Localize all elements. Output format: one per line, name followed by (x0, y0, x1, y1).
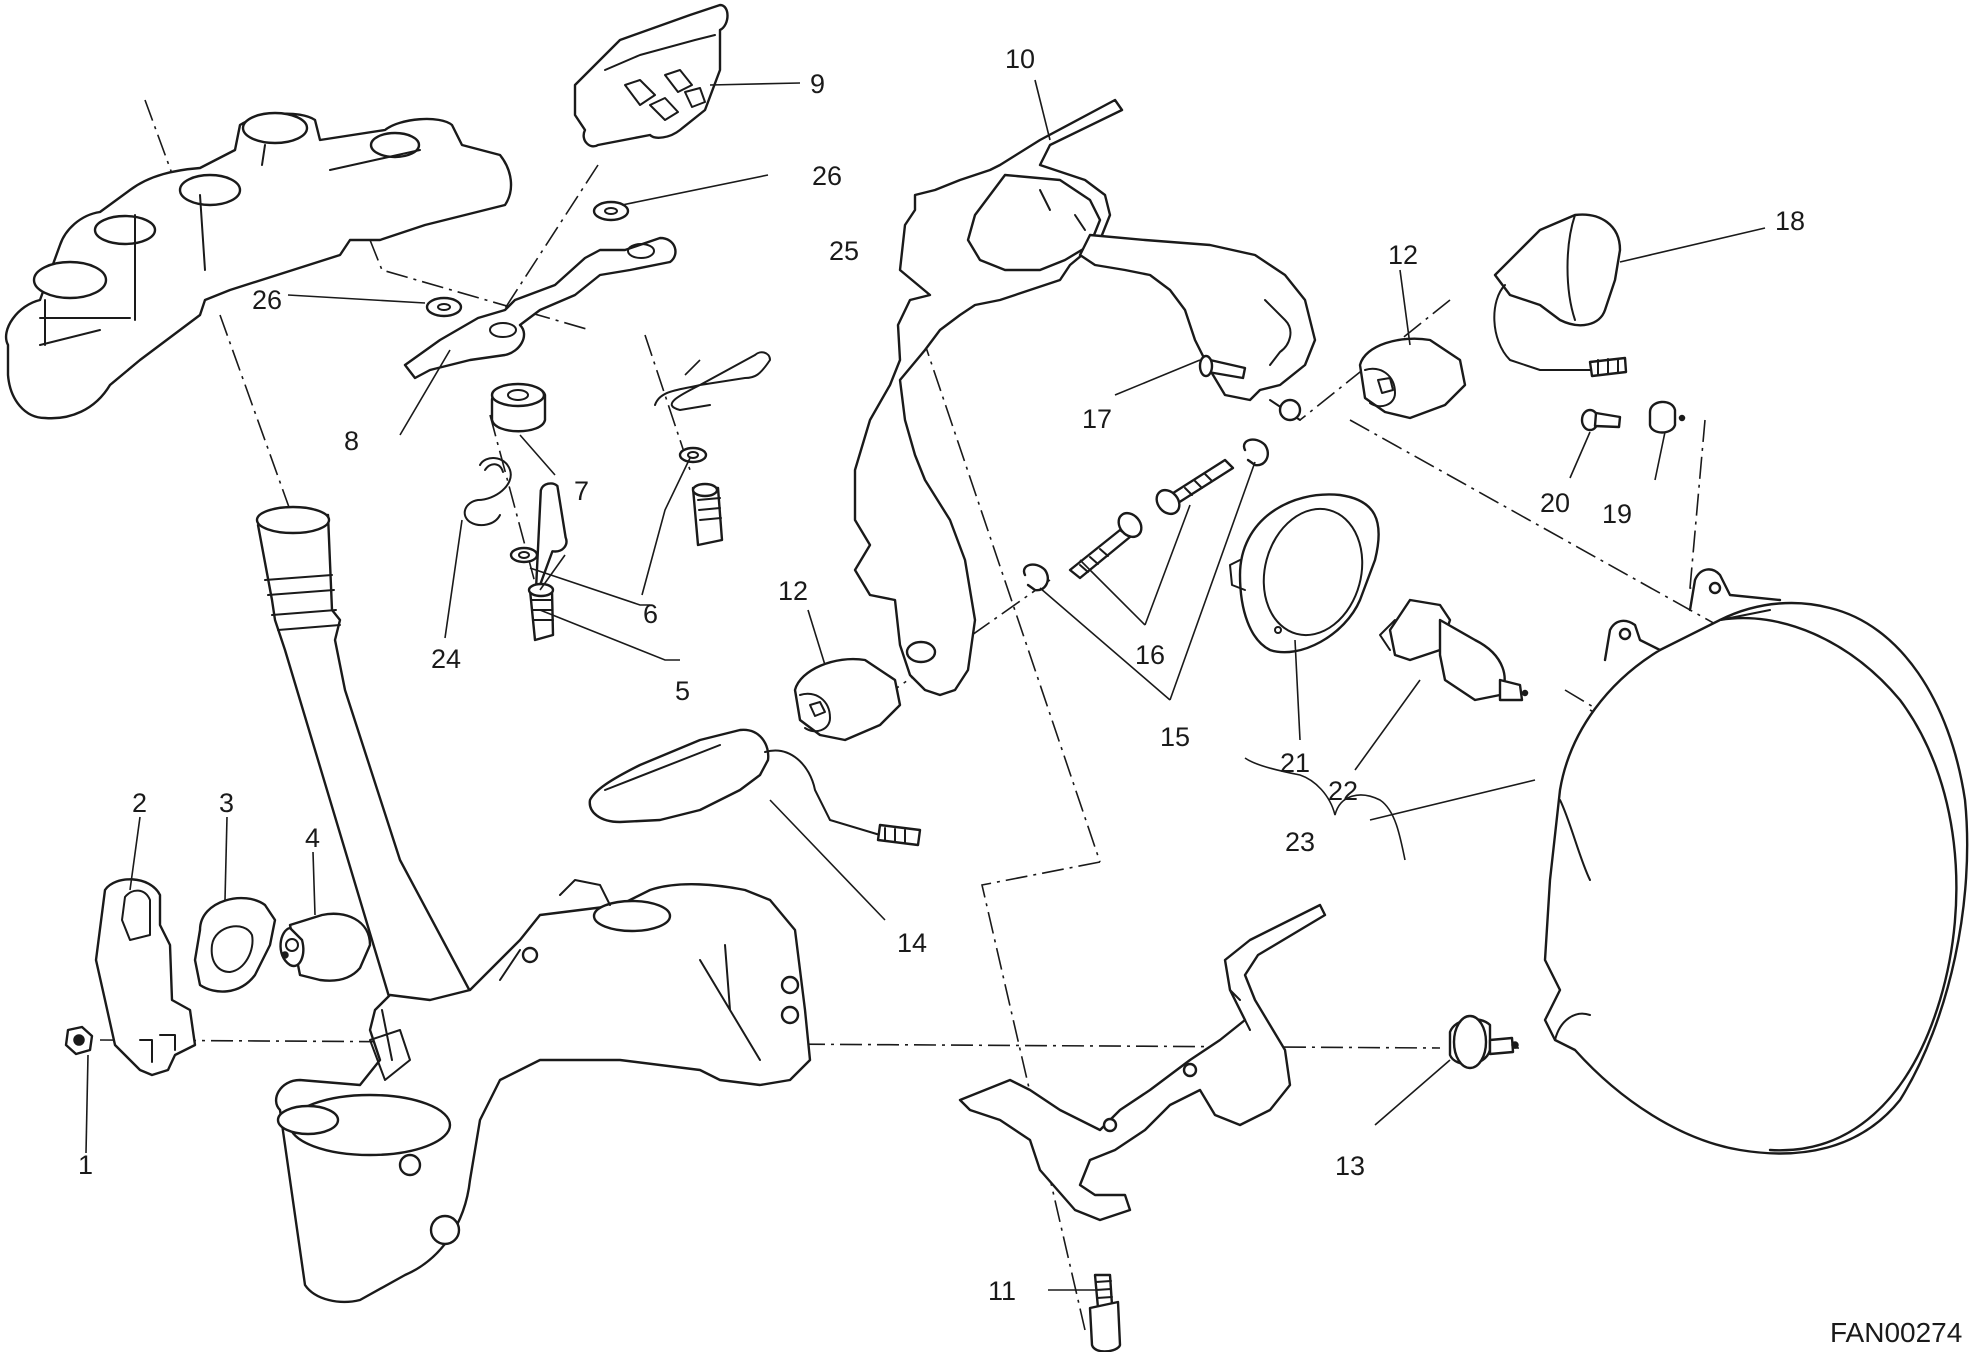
callout-16: 16 (1135, 640, 1165, 670)
callout-20: 20 (1540, 488, 1570, 518)
callout-11: 11 (988, 1276, 1016, 1306)
part-18-indicator-right (1493, 213, 1628, 378)
callout-10: 10 (1005, 44, 1035, 74)
part-16-screw-b (1155, 458, 1235, 516)
upper-triple-clamp (5, 111, 513, 420)
part-19-washer (1648, 400, 1686, 434)
part-14-indicator-left (588, 728, 922, 847)
callout-18: 18 (1775, 206, 1805, 236)
part-10-headlight-shell (853, 98, 1317, 697)
callout-19: 19 (1602, 499, 1632, 529)
callout-13: 13 (1335, 1151, 1365, 1181)
part-1-nut (64, 1025, 94, 1056)
callout-12-right: 12 (1388, 240, 1418, 270)
part-25-wire-hook (654, 351, 771, 411)
callout-6: 6 (643, 599, 658, 629)
callout-24: 24 (431, 644, 461, 674)
callout-8: 8 (344, 426, 359, 456)
part-12-indicator-body-left (793, 657, 902, 742)
callout-22: 22 (1328, 776, 1358, 806)
callout-21: 21 (1280, 748, 1310, 778)
callout-3: 3 (219, 788, 234, 818)
part-11-bolt (1088, 1273, 1122, 1352)
part-6-washer-a (509, 546, 539, 564)
part-21-headlight-ring (1229, 493, 1380, 654)
leader-lines (85, 79, 1766, 1291)
callout-2: 2 (132, 788, 147, 818)
callout-7: 7 (574, 476, 589, 506)
part-16-screw-a (1068, 511, 1143, 580)
part-26-washer-b (425, 296, 463, 318)
part-24-wire-clip (463, 457, 512, 527)
callout-15: 15 (1160, 722, 1190, 752)
callout-4: 4 (305, 823, 320, 853)
callout-17: 17 (1082, 404, 1112, 434)
callout-5: 5 (675, 676, 690, 706)
drawing-code: FAN00274 (1830, 1317, 1962, 1348)
callout-12-left: 12 (778, 576, 808, 606)
part-13-rubber-mount (1448, 1014, 1519, 1070)
part-6-washer-b (678, 446, 708, 464)
part-2-bracket (94, 878, 197, 1077)
part-22-bulb (1379, 598, 1529, 702)
callout-labels: 1 2 3 4 5 6 7 8 9 10 11 12 12 13 14 15 1… (78, 44, 1805, 1306)
lower-triple-clamp (274, 879, 812, 1304)
part-5-bolt-b (527, 582, 555, 642)
part-9-connector-block (573, 3, 729, 148)
part-17-screw (1198, 354, 1247, 380)
part-5-bolt-a (534, 482, 724, 599)
callout-14: 14 (897, 928, 927, 958)
callout-26-upper: 26 (812, 161, 842, 191)
steering-stem (255, 505, 482, 1022)
part-8-mount-plate (403, 236, 677, 380)
part-23-headlight-assembly (1543, 568, 1969, 1155)
callout-1: 1 (78, 1150, 93, 1180)
part-3-grommet (193, 897, 277, 993)
part-4-connector (279, 912, 372, 982)
part-26-washer-a (592, 200, 630, 222)
part-12-indicator-body-right (1358, 337, 1467, 420)
callout-23: 23 (1285, 827, 1315, 857)
part-20-screw (1580, 408, 1622, 432)
callout-25: 25 (829, 236, 859, 266)
part-15-clip-a (1022, 563, 1049, 592)
part-7-rubber-bushing (490, 382, 547, 433)
callout-9: 9 (810, 69, 825, 99)
part-15-clip-b (1242, 438, 1269, 467)
part-11-mount-bracket (958, 903, 1327, 1222)
callout-26-left: 26 (252, 285, 282, 315)
